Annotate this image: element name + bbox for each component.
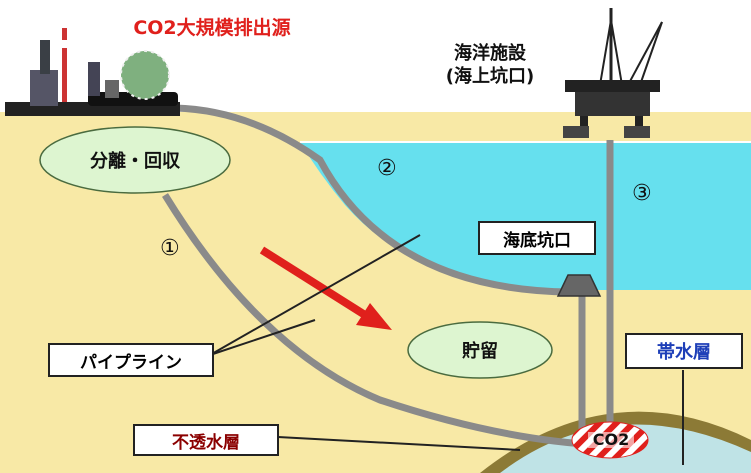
offshore-platform-icon <box>563 8 663 138</box>
seabed-wellhead-label-text: 海底坑口 <box>503 230 571 251</box>
source-label-text: CO2大規模排出源 <box>133 16 291 39</box>
separation-label: 分離・回収 <box>45 145 225 175</box>
offshore-facility-line2: (海上坑口) <box>445 66 535 88</box>
pipeline-route-2 <box>174 104 571 296</box>
leader-line-2 <box>209 319 316 356</box>
caprock-label-text: 不透水層 <box>172 432 240 453</box>
co2-label-text: CO2 <box>592 430 630 449</box>
offshore-facility-label: 海洋施設 (海上坑口) <box>430 42 550 89</box>
co2-label: CO2 <box>588 432 634 448</box>
route-1-marker: ① <box>160 236 180 261</box>
route-2-marker: ② <box>377 156 397 181</box>
pipeline-label-text: パイプライン <box>80 352 182 373</box>
red-arrow <box>259 246 368 319</box>
seabed-wellhead-label: 海底坑口 <box>478 221 596 255</box>
aquifer-label: 帯水層 <box>625 333 743 369</box>
offshore-facility-line1: 海洋施設 <box>454 43 526 64</box>
red-arrowhead <box>356 303 392 330</box>
leader-line-caprock <box>277 436 521 451</box>
route-3-marker: ③ <box>632 181 652 206</box>
aquifer-label-text: 帯水層 <box>657 342 711 363</box>
industrial-plant-icon <box>5 18 180 116</box>
storage-ellipse <box>407 321 553 379</box>
seabed-wellhead-icon <box>556 274 602 297</box>
storage-label-text: 貯留 <box>462 341 498 362</box>
pipeline-label: パイプライン <box>48 343 214 377</box>
storage-label: 貯留 <box>410 335 550 365</box>
leader-line-1 <box>209 234 421 356</box>
separation-ellipse <box>39 126 231 194</box>
separation-label-text: 分離・回収 <box>90 151 180 172</box>
pipeline-route-1 <box>162 193 601 449</box>
source-label: CO2大規模排出源 <box>112 11 312 41</box>
caprock-label: 不透水層 <box>133 424 279 456</box>
